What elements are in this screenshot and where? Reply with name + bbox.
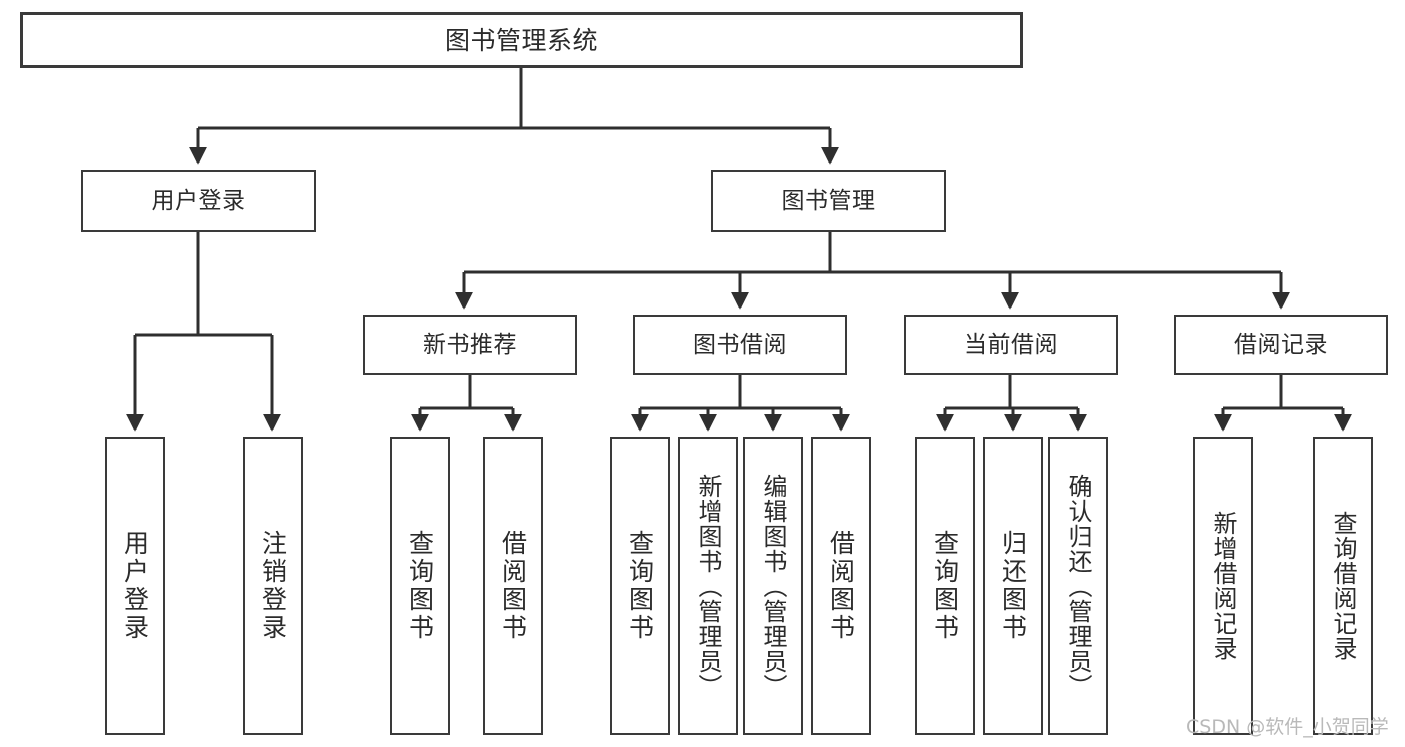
node-root[interactable]: 图书管理系统	[20, 12, 1023, 68]
leaf-current-borrow-2[interactable]: 归还图书	[983, 437, 1043, 735]
leaf-user-login-1-label: 用户登录	[120, 530, 150, 642]
leaf-book-borrow-4-label: 借阅图书	[826, 530, 856, 642]
leaf-current-borrow-1-label: 查询图书	[930, 530, 960, 642]
node-new-book-label: 新书推荐	[423, 331, 517, 358]
leaf-book-borrow-4[interactable]: 借阅图书	[811, 437, 871, 735]
leaf-user-login-2-label: 注销登录	[258, 530, 288, 642]
node-current-borrow[interactable]: 当前借阅	[904, 315, 1118, 375]
node-book-borrow[interactable]: 图书借阅	[633, 315, 847, 375]
leaf-borrow-record-1-label: 新增借阅记录	[1209, 511, 1237, 661]
leaf-current-borrow-3[interactable]: 确认归还（管理员）	[1048, 437, 1108, 735]
node-root-label: 图书管理系统	[444, 25, 598, 55]
leaf-current-borrow-3-label: 确认归还（管理员）	[1064, 473, 1092, 699]
leaf-book-borrow-3[interactable]: 编辑图书（管理员）	[743, 437, 803, 735]
leaf-new-book-2[interactable]: 借阅图书	[483, 437, 543, 735]
leaf-book-borrow-1-label: 查询图书	[625, 530, 655, 642]
leaf-new-book-2-label: 借阅图书	[498, 530, 528, 642]
leaf-new-book-1[interactable]: 查询图书	[390, 437, 450, 735]
leaf-current-borrow-1[interactable]: 查询图书	[915, 437, 975, 735]
node-book-borrow-label: 图书借阅	[693, 331, 787, 358]
leaf-borrow-record-2[interactable]: 查询借阅记录	[1313, 437, 1373, 735]
leaf-book-borrow-2-label: 新增图书（管理员）	[694, 473, 722, 699]
leaf-user-login-2[interactable]: 注销登录	[243, 437, 303, 735]
leaf-new-book-1-label: 查询图书	[405, 530, 435, 642]
node-user-login[interactable]: 用户登录	[81, 170, 316, 232]
node-borrow-record[interactable]: 借阅记录	[1174, 315, 1388, 375]
node-current-borrow-label: 当前借阅	[964, 331, 1058, 358]
leaf-book-borrow-2[interactable]: 新增图书（管理员）	[678, 437, 738, 735]
leaf-book-borrow-3-label: 编辑图书（管理员）	[759, 473, 787, 699]
leaf-borrow-record-2-label: 查询借阅记录	[1329, 511, 1357, 661]
node-user-login-label: 用户登录	[151, 187, 246, 214]
node-book-manage-label: 图书管理	[781, 187, 876, 214]
node-new-book[interactable]: 新书推荐	[363, 315, 577, 375]
leaf-borrow-record-1[interactable]: 新增借阅记录	[1193, 437, 1253, 735]
node-borrow-record-label: 借阅记录	[1234, 331, 1328, 358]
node-book-manage[interactable]: 图书管理	[711, 170, 946, 232]
leaf-book-borrow-1[interactable]: 查询图书	[610, 437, 670, 735]
leaf-user-login-1[interactable]: 用户登录	[105, 437, 165, 735]
leaf-current-borrow-2-label: 归还图书	[998, 530, 1028, 642]
watermark: CSDN @软件_小贺同学	[1186, 716, 1389, 738]
